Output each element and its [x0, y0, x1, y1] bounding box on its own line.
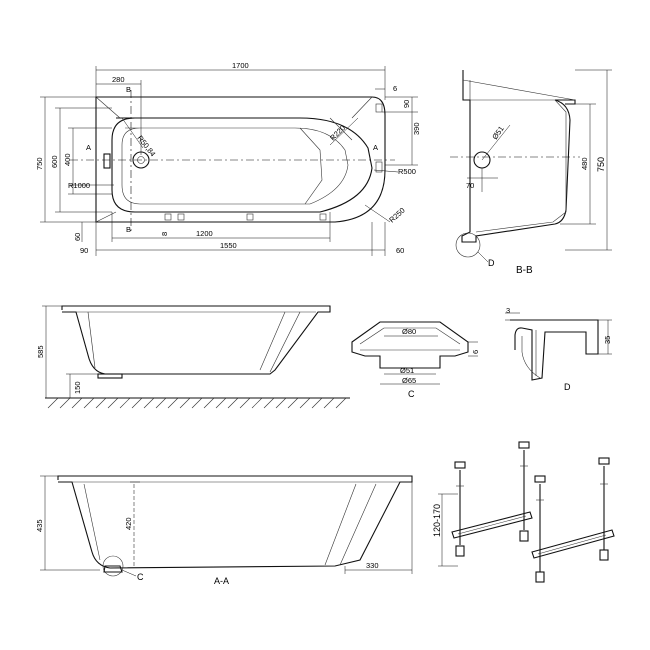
radius-r250: R250	[387, 206, 406, 225]
section-aa-label: A-A	[214, 576, 229, 586]
leg-assembly-2	[531, 457, 615, 583]
dim-90-left: 90	[80, 246, 88, 255]
cut-b-top: B	[126, 85, 131, 94]
section-aa: C 435 420 330 A-A	[35, 475, 413, 586]
bb-dim-480: 480	[580, 157, 589, 170]
detail-c-callout-circle	[102, 555, 124, 577]
dim-400: 400	[63, 153, 72, 166]
section-bb-label: B-B	[516, 265, 533, 276]
detail-c: Ø80 Ø51 Ø65 6 C	[351, 321, 480, 399]
radius-r1000: R1000	[68, 181, 90, 190]
dim-8: 8	[160, 232, 169, 236]
aa-dim-330: 330	[366, 561, 379, 570]
bb-dia-51: Ø51	[490, 124, 506, 141]
section-bb: Ø51 70 480 750 D B-B	[450, 69, 612, 276]
detail-d-callout-circle	[455, 232, 481, 258]
aa-dim-435: 435	[35, 519, 44, 532]
leg-dim-120-170: 120-170	[432, 504, 442, 537]
cut-a-right: A	[373, 143, 378, 152]
dim-60-left: 60	[73, 233, 82, 241]
dim-6: 6	[393, 84, 397, 93]
floor-hatch	[47, 397, 347, 409]
overflow	[103, 153, 111, 169]
side-foot	[97, 373, 123, 379]
dim-1200: 1200	[196, 229, 213, 238]
detail-d: 3 35 D	[505, 306, 612, 392]
section-bb-profile	[461, 70, 576, 243]
side-dim-150: 150	[73, 381, 82, 394]
side-view: 585 150	[36, 305, 350, 409]
detail-d-label: D	[564, 382, 571, 392]
top-view: A A B B 1700 280 6 90 390 750 600	[35, 61, 421, 256]
detail-c-callout: C	[137, 572, 144, 582]
leg-assembly-1	[451, 441, 533, 557]
dim-750-plan: 750	[35, 157, 44, 170]
cut-b-bottom: B	[126, 225, 131, 234]
leg-set: 120-170	[432, 441, 615, 583]
bb-dim-70: 70	[466, 181, 474, 190]
dim-60-right: 60	[396, 246, 404, 255]
side-dim-585: 585	[36, 345, 45, 358]
detail-c-profile	[351, 321, 469, 369]
detail-d-profile	[510, 319, 599, 381]
detail-d-callout: D	[488, 258, 495, 268]
dim-1700: 1700	[232, 61, 249, 70]
c-dia-80: Ø80	[402, 327, 416, 336]
radius-r500: R500	[398, 167, 416, 176]
c-dim-6: 6	[471, 350, 480, 354]
dim-600: 600	[50, 155, 59, 168]
cut-a-left: A	[86, 143, 91, 152]
dim-390: 390	[412, 122, 421, 135]
dim-280: 280	[112, 75, 125, 84]
d-dim-3: 3	[506, 306, 510, 315]
side-view-profile	[61, 305, 331, 375]
aa-dim-420: 420	[124, 517, 133, 530]
dim-90-right: 90	[402, 100, 411, 108]
detail-c-label: C	[408, 389, 415, 399]
c-dia-51: Ø51	[400, 366, 414, 375]
top-view-rim	[95, 96, 386, 223]
c-dia-65: Ø65	[402, 376, 416, 385]
dim-1550: 1550	[220, 241, 237, 250]
d-dim-35: 35	[603, 336, 612, 344]
bb-dim-750: 750	[596, 157, 606, 172]
